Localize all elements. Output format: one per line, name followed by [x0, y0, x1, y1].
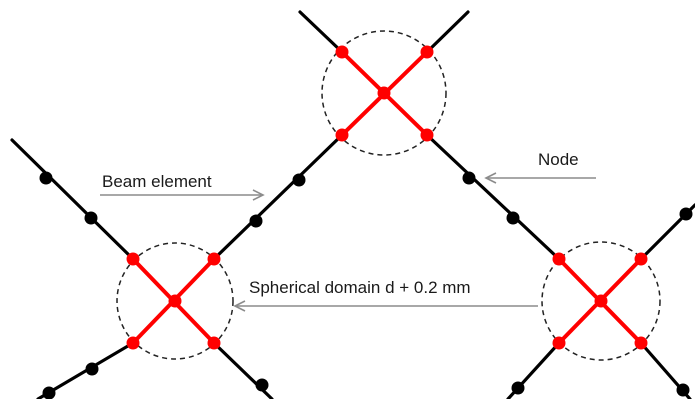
- spherical-domain-label: Spherical domain d + 0.2 mm: [249, 278, 471, 297]
- joint-node: [126, 336, 140, 350]
- joint-node: [420, 45, 434, 59]
- node-label: Node: [538, 150, 579, 169]
- joint-node: [126, 252, 140, 266]
- beam-strut: [425, 10, 470, 54]
- beam-node: [292, 173, 306, 187]
- beam-node: [249, 214, 263, 228]
- joint-node: [594, 294, 608, 308]
- beam-node: [676, 383, 690, 397]
- beam-node: [506, 211, 520, 225]
- domain-arrow: [233, 300, 538, 312]
- beam-strut: [212, 133, 344, 261]
- beam-nodes: [39, 171, 693, 399]
- joint-node: [335, 45, 349, 59]
- beam-node: [255, 378, 269, 392]
- beam-strut: [425, 133, 561, 261]
- beam-node: [511, 381, 525, 395]
- spherical-domain: [321, 30, 447, 156]
- beam-node: [85, 362, 99, 376]
- beam-arrow: [100, 189, 265, 201]
- joint-node: [168, 294, 182, 308]
- joint-node: [634, 252, 648, 266]
- joint-node: [377, 86, 391, 100]
- beam-element-label: Beam element: [102, 172, 212, 191]
- joint-nodes: [126, 45, 648, 350]
- joint-node: [335, 128, 349, 142]
- beam-node: [679, 207, 693, 221]
- joint-node: [552, 336, 566, 350]
- beam-node: [42, 386, 56, 399]
- beam-node: [39, 171, 53, 185]
- beam-struts: [10, 10, 695, 399]
- node-arrow: [484, 172, 596, 184]
- spherical-domain: [116, 242, 234, 360]
- beam-strut: [298, 10, 344, 54]
- joint-node: [552, 252, 566, 266]
- spherical-domain: [541, 241, 661, 361]
- joint-node: [207, 336, 221, 350]
- beam-node: [462, 171, 476, 185]
- beam-strut: [10, 138, 135, 261]
- joint-node: [634, 336, 648, 350]
- beam-node: [84, 211, 98, 225]
- joint-node: [207, 252, 221, 266]
- annotation-arrows: [100, 172, 596, 312]
- joint-node: [420, 128, 434, 142]
- spherical-domains: [116, 30, 661, 361]
